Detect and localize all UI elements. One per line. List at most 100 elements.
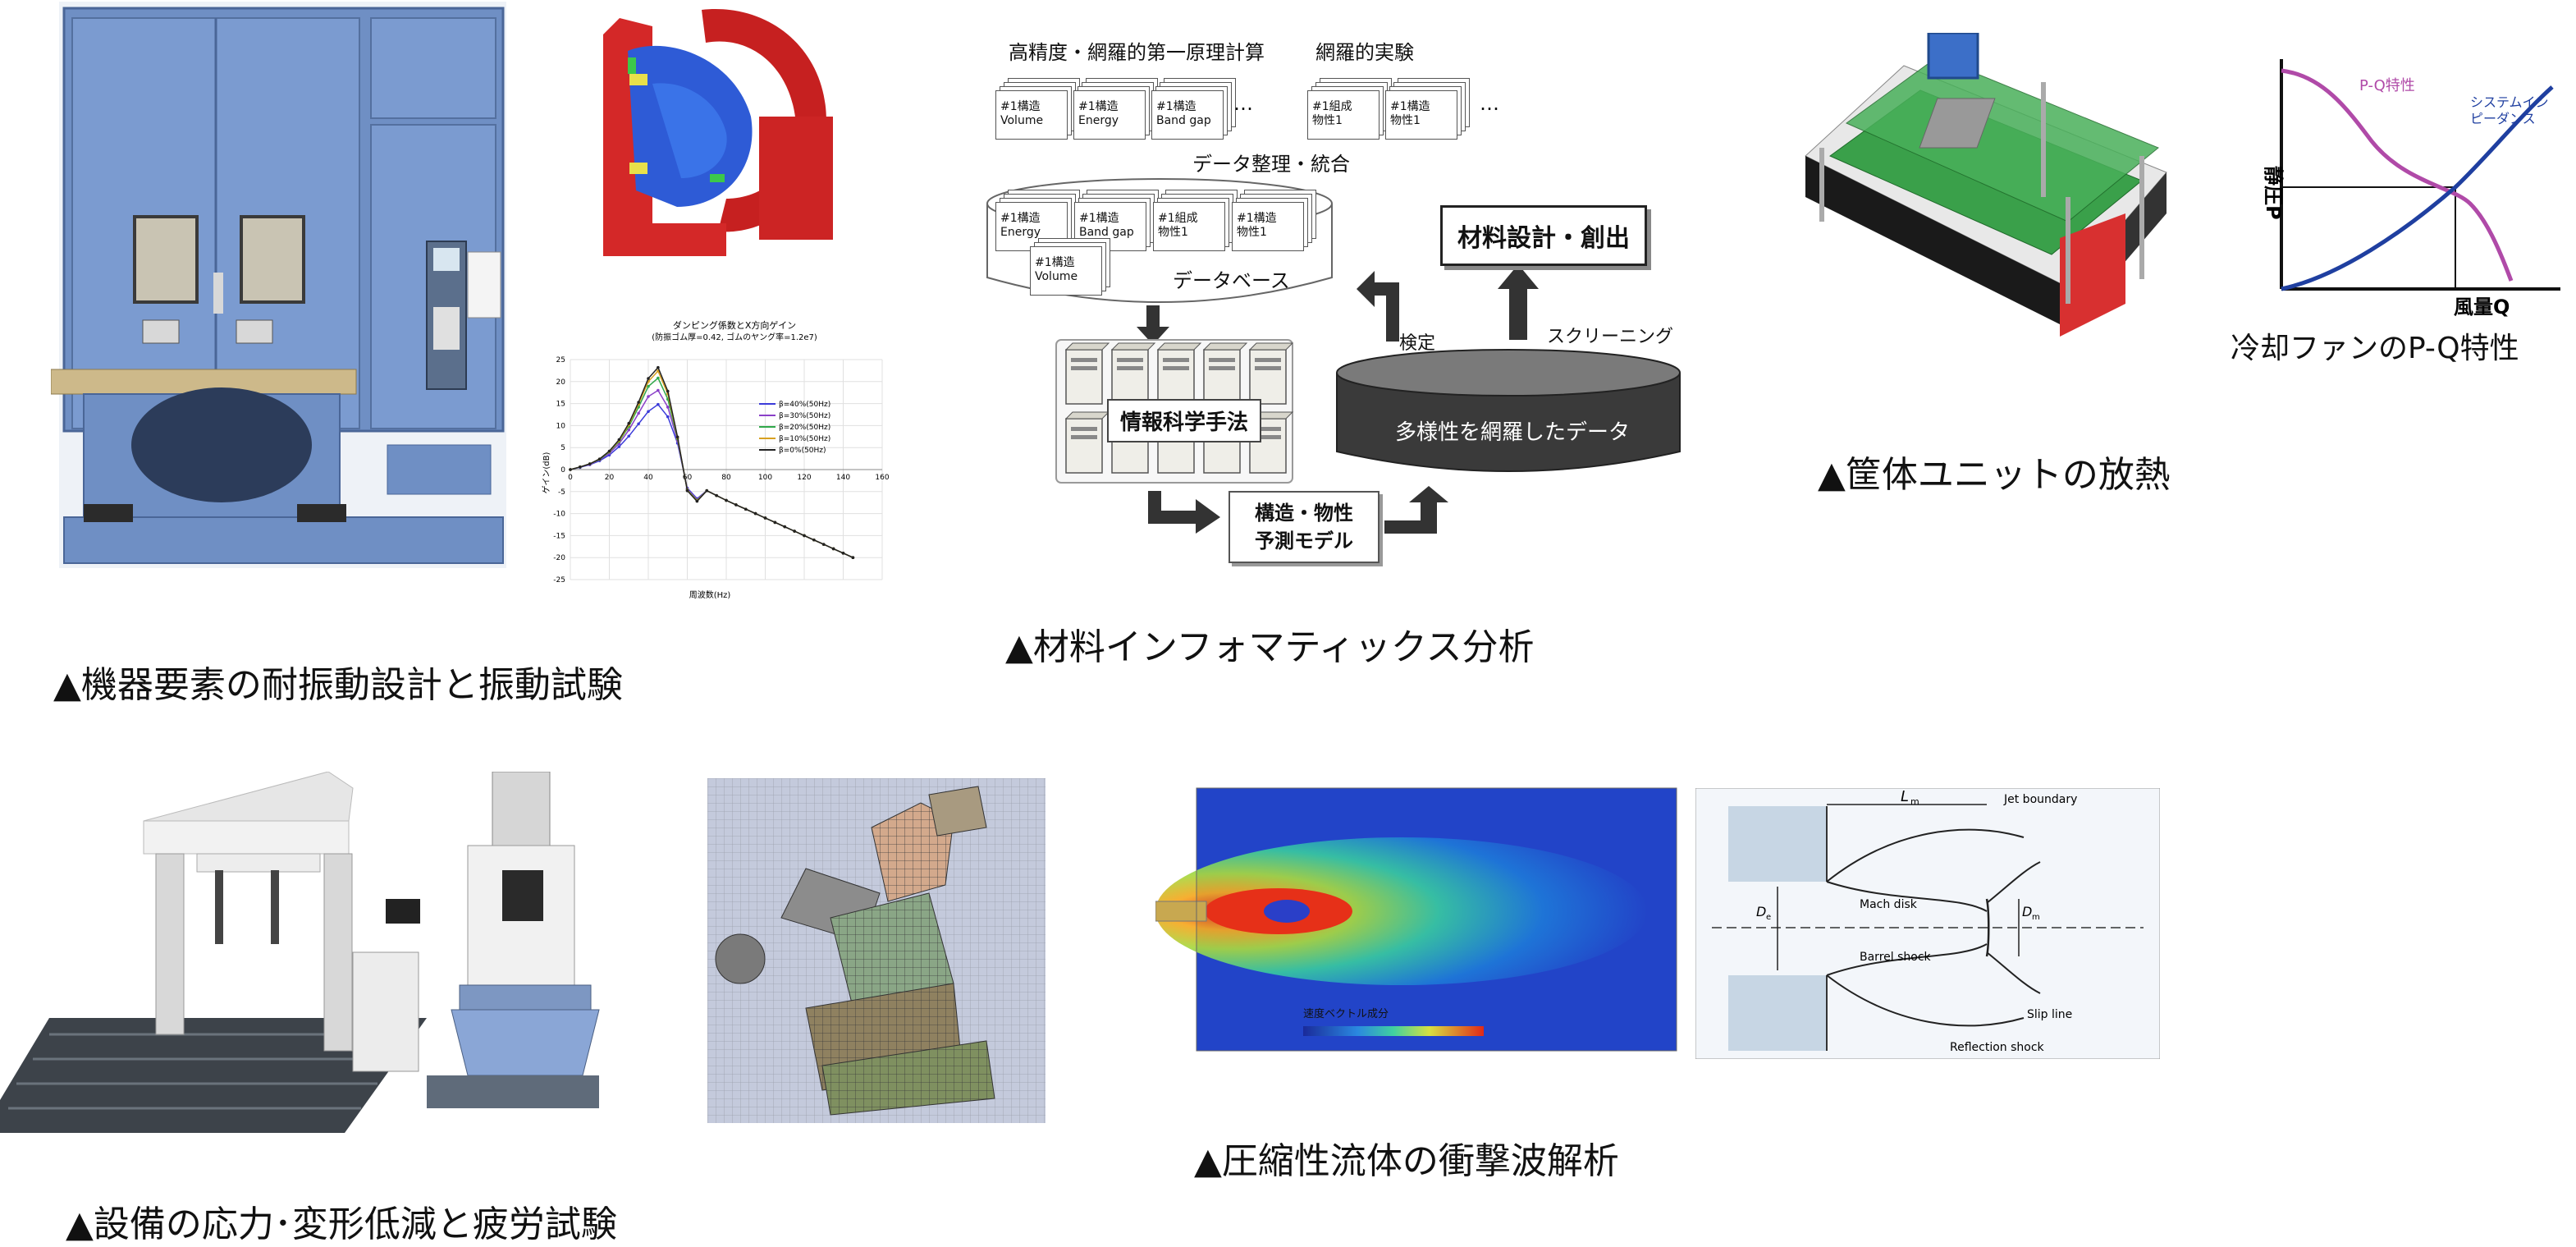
- fan-x-label: 風量Q: [2454, 296, 2510, 318]
- y-tick-label: -20: [553, 554, 565, 562]
- y-tick-label: 15: [556, 401, 565, 409]
- method-label: 情報科学手法: [1107, 399, 1262, 442]
- cfd-legend-label: 速度ベクトル成分: [1303, 1008, 1389, 1020]
- series-point: [685, 488, 689, 493]
- series-point: [627, 434, 631, 438]
- chart-series: [569, 365, 855, 559]
- x-tick-label: 20: [605, 474, 615, 482]
- card-label: #1構造 Volume: [1000, 100, 1044, 127]
- chart-background: [513, 309, 890, 604]
- card-label: #1構造 Volume: [1035, 256, 1078, 283]
- chart-subtitle: (防振ゴム厚=0.42, ゴムのヤング率=1.2e7): [652, 332, 817, 342]
- chart-xlabel: 周波数(Hz): [689, 589, 731, 600]
- card-layer: [1307, 90, 1380, 140]
- legend-label: β=40%(50Hz): [779, 401, 830, 409]
- card-label: #1構造 Energy: [1078, 100, 1119, 127]
- legend-label: β=30%(50Hz): [779, 412, 830, 420]
- fan-caption: 冷却ファンのP-Q特性: [2231, 332, 2519, 365]
- server-icon: [1157, 349, 1195, 405]
- mesh-model-image: [707, 778, 1045, 1123]
- label-de: D: [1756, 904, 1766, 919]
- series-point: [569, 468, 572, 471]
- legend-label: β=10%(50Hz): [779, 435, 830, 443]
- label-lm-sub: m: [1910, 796, 1919, 807]
- label-dm: D: [2022, 904, 2032, 919]
- series-point: [773, 520, 777, 525]
- series-point: [637, 411, 640, 415]
- series-point: [783, 525, 787, 529]
- series-point: [627, 428, 631, 432]
- calc-ellipsis: …: [1233, 92, 1253, 115]
- series-point: [744, 507, 748, 511]
- calc-title: 高精度・網羅的第一原理計算: [1009, 41, 1265, 64]
- card-label: #1組成 物性1: [1158, 212, 1198, 239]
- organize-label: データ整理・統合: [1192, 153, 1350, 176]
- diverse-data-cylinder: [1336, 349, 1681, 472]
- label-lm: L: [1901, 788, 1909, 805]
- series-point: [657, 388, 660, 392]
- x-tick-label: 100: [758, 474, 772, 482]
- chart-title: ダンピング係数とX方向ゲイン: [673, 319, 796, 331]
- cad-mount-model-image: [603, 9, 833, 256]
- series-point: [588, 462, 592, 465]
- series-point: [803, 534, 806, 538]
- series-point: [597, 457, 602, 461]
- vibration-gain-chart: ダンピング係数とX方向ゲイン (防振ゴム厚=0.42, ゴムのヤング率=1.2e…: [513, 309, 890, 604]
- y-tick-label: 25: [556, 356, 565, 364]
- screening-arrow-icon: [1498, 264, 1539, 340]
- y-tick-label: -10: [553, 511, 565, 519]
- caption-informatics: ▲材料インフォマティックス分析: [1005, 626, 1535, 668]
- series-point: [647, 410, 650, 414]
- series-point: [675, 435, 679, 439]
- server-icon: [1111, 349, 1149, 405]
- series-point: [617, 445, 621, 448]
- cfd-simulation-panel: 速度ベクトル成分: [1155, 786, 1681, 1057]
- series-point: [705, 488, 709, 493]
- series-point: [793, 530, 796, 533]
- series-point: [647, 395, 650, 398]
- card-label: #1構造 Band gap: [1079, 212, 1134, 239]
- cfd-velocity-field: [1155, 787, 1677, 1052]
- server-icon: [1065, 349, 1103, 405]
- x-tick-label: 40: [643, 474, 653, 482]
- series-line: [570, 366, 853, 558]
- pq-curve-label: P-Q特性: [2359, 77, 2415, 94]
- material-design-box: 材料設計・創出: [1440, 205, 1647, 266]
- y-tick-label: -25: [553, 576, 565, 585]
- x-tick-label: 160: [875, 474, 889, 482]
- system-impedance-curve: [2281, 85, 2554, 291]
- y-tick-label: 10: [556, 422, 566, 430]
- series-point: [647, 377, 650, 380]
- y-tick-label: -5: [558, 488, 565, 497]
- database-label: データベース: [1173, 269, 1290, 292]
- series-point: [753, 511, 757, 516]
- series-point: [666, 406, 670, 409]
- card-label: #1組成 物性1: [1312, 100, 1352, 127]
- legend-label: β=0%(50Hz): [779, 447, 826, 455]
- shock-structure-diagram: L m Jet boundary Mach disk Barrel shock …: [1695, 788, 2160, 1059]
- series-point: [657, 376, 660, 380]
- down-arrow-icon: [1137, 305, 1169, 345]
- x-tick-label: 140: [836, 474, 850, 482]
- label-dm-sub: m: [2032, 913, 2040, 922]
- card-layer: [1385, 90, 1457, 140]
- series-point: [579, 465, 582, 469]
- x-tick-label: 80: [721, 474, 731, 482]
- system-impedance-label: システムインピーダンス: [2470, 94, 2549, 126]
- server-icon: [1203, 349, 1241, 405]
- label-barrel-shock: Barrel shock: [1860, 951, 1932, 964]
- chart-ylabel: ゲイン(dB): [542, 452, 551, 493]
- fatigue-test-equipment-image: [0, 772, 600, 1133]
- elbow-arrow-up-icon: [1384, 486, 1448, 534]
- vibration-test-chamber-image: [51, 2, 506, 568]
- label-jet-boundary: Jet boundary: [2003, 793, 2077, 806]
- series-point: [657, 365, 660, 369]
- x-tick-label: 0: [568, 474, 573, 482]
- card-label: #1構造 物性1: [1390, 100, 1430, 127]
- elbow-arrow-right-icon: [1148, 491, 1220, 534]
- series-point: [851, 556, 855, 559]
- caption-fatigue: ▲設備の応力･変形低減と疲労試験: [66, 1203, 617, 1245]
- series-point: [734, 503, 738, 507]
- y-tick-label: -15: [553, 532, 565, 540]
